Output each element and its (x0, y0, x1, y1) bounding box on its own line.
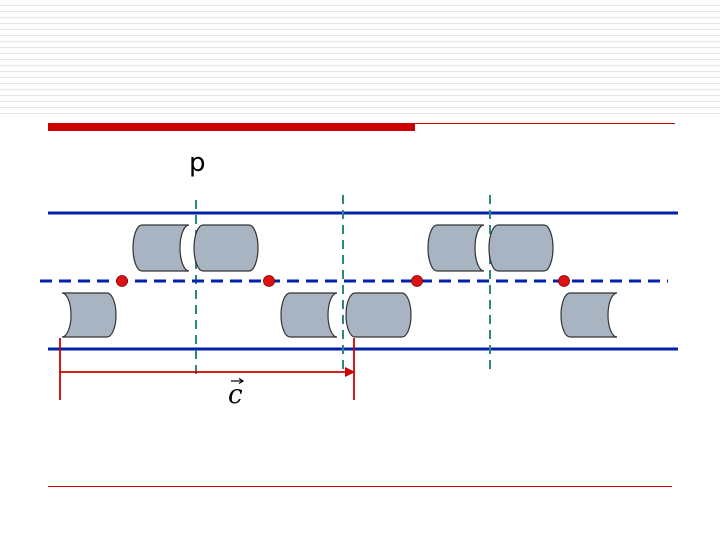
cylinder (488, 224, 554, 272)
cylinder-bottom-right (560, 292, 618, 338)
symmetry-point (558, 275, 570, 287)
cylinder (427, 224, 485, 272)
label-p: p (189, 148, 206, 178)
vector-arrow-icon (231, 377, 245, 385)
symmetry-point (263, 275, 275, 287)
cylinder (345, 292, 412, 338)
symmetry-point (411, 275, 423, 287)
title-rule-thick (48, 123, 415, 131)
header-background (0, 0, 720, 114)
symmetry-point (116, 275, 128, 287)
cylinder (193, 224, 259, 272)
cylinder-pair-top-1 (132, 224, 259, 272)
cylinder (132, 224, 190, 272)
cylinder-bottom-left (61, 292, 117, 338)
label-c: c (228, 380, 243, 410)
cylinder-pair-top-2 (427, 224, 554, 272)
cylinder-pair-bottom-1 (280, 292, 412, 338)
cylinder (280, 292, 338, 338)
